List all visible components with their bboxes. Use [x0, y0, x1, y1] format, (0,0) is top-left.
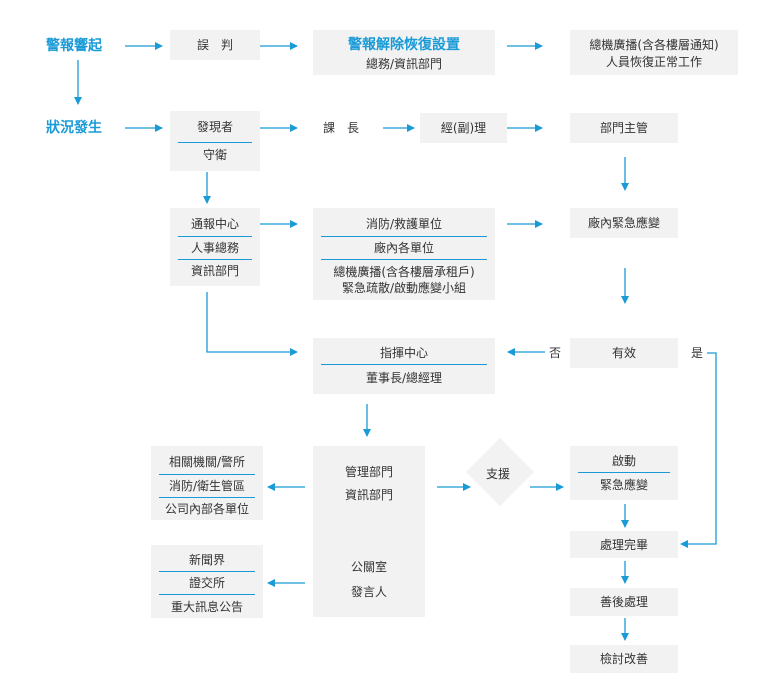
media-announce: 重大訊息公告	[170, 600, 243, 614]
plant-response-label: 廠內緊急應變	[587, 216, 660, 230]
media-news: 新聞界	[188, 553, 225, 567]
separator	[321, 364, 487, 365]
misjudge-label: 誤 判	[196, 38, 233, 52]
support-label: 支援	[486, 467, 511, 481]
valid-label: 有效	[611, 346, 636, 360]
command-title: 指揮中心	[379, 346, 428, 360]
node-notify-center: 通報中心 人事總務 資訊部門	[170, 208, 260, 286]
units-plant: 廠內各單位	[373, 241, 434, 255]
broadcast-restore-1: 總機廣播(含各樓層通知)	[589, 38, 719, 52]
reset-dept: 總務/資訊部門	[365, 57, 443, 71]
label-no: 否	[549, 346, 562, 360]
node-management: 管理部門 資訊部門 公關室 發言人	[313, 446, 425, 617]
aftermath-label: 善後處理	[599, 595, 648, 609]
dept-head-label: 部門主管	[599, 121, 648, 135]
node-activate: 啟動 緊急應變	[570, 446, 678, 500]
node-aftermath: 善後處理	[570, 588, 678, 616]
node-review: 檢討改善	[570, 645, 678, 673]
activate-emergency: 緊急應變	[599, 478, 648, 492]
mgmt-pr: 公關室	[350, 560, 387, 574]
node-misjudge: 誤 判	[170, 30, 260, 60]
separator	[321, 259, 487, 260]
separator	[159, 571, 255, 572]
label-yes: 是	[691, 346, 704, 360]
node-done: 處理完畢	[570, 531, 678, 558]
media-exchange: 證交所	[188, 576, 225, 590]
notify-it: 資訊部門	[190, 264, 239, 278]
activate-start: 啟動	[611, 454, 636, 468]
external-internal: 公司內部各單位	[164, 502, 249, 516]
node-alarm: 警報響起	[46, 38, 102, 54]
done-label: 處理完畢	[599, 538, 648, 552]
notify-hr: 人事總務	[190, 241, 239, 255]
node-command-center: 指揮中心 董事長/總經理	[313, 338, 495, 394]
separator	[178, 142, 252, 143]
units-broadcast-2: 緊急疏散/啟動應變小組	[341, 281, 467, 295]
node-media: 新聞界 證交所 重大訊息公告	[151, 545, 263, 618]
separator	[178, 259, 252, 260]
finder-label: 發現者	[196, 120, 233, 134]
arrow-yes-to-done	[680, 352, 717, 548]
external-fire-health: 消防/衛生管區	[168, 479, 246, 493]
reset-title: 警報解除恢復設置	[348, 37, 460, 53]
broadcast-restore-2: 人員恢復正常工作	[605, 55, 702, 69]
node-valid-decision: 有效	[570, 338, 678, 368]
node-incident: 狀況發生	[46, 120, 102, 136]
node-section-chief: 課 長	[323, 121, 360, 135]
command-chair: 董事長/總經理	[365, 371, 443, 385]
separator	[178, 236, 252, 237]
external-agencies: 相關機關/警所	[168, 455, 246, 469]
units-fire: 消防/救護單位	[365, 217, 443, 231]
node-manager: 經(副)理	[420, 113, 507, 143]
separator	[159, 594, 255, 595]
notify-title: 通報中心	[190, 217, 239, 231]
units-broadcast-1: 總機廣播(含各樓層承租戶)	[333, 265, 475, 279]
guard-label: 守衛	[202, 148, 227, 162]
separator	[321, 236, 487, 237]
node-plant-response: 廠內緊急應變	[570, 208, 678, 238]
separator	[159, 497, 255, 498]
node-dept-head: 部門主管	[570, 113, 678, 143]
node-external-agencies: 相關機關/警所 消防/衛生管區 公司內部各單位	[151, 446, 263, 520]
separator	[159, 474, 255, 475]
mgmt-spokesperson: 發言人	[350, 585, 387, 599]
review-label: 檢討改善	[599, 652, 648, 666]
node-broadcast-restore: 總機廣播(含各樓層通知) 人員恢復正常工作	[570, 30, 738, 75]
node-response-units: 消防/救護單位 廠內各單位 總機廣播(含各樓層承租戶) 緊急疏散/啟動應變小組	[313, 208, 495, 300]
node-alarm-reset: 警報解除恢復設置 總務/資訊部門	[313, 30, 495, 75]
mgmt-dept: 管理部門	[344, 465, 393, 479]
separator	[578, 472, 670, 473]
arrow-notify-to-command	[206, 292, 298, 356]
mgmt-it: 資訊部門	[344, 488, 393, 502]
manager-label: 經(副)理	[440, 121, 487, 135]
node-discoverer: 發現者 守衛	[170, 111, 260, 171]
